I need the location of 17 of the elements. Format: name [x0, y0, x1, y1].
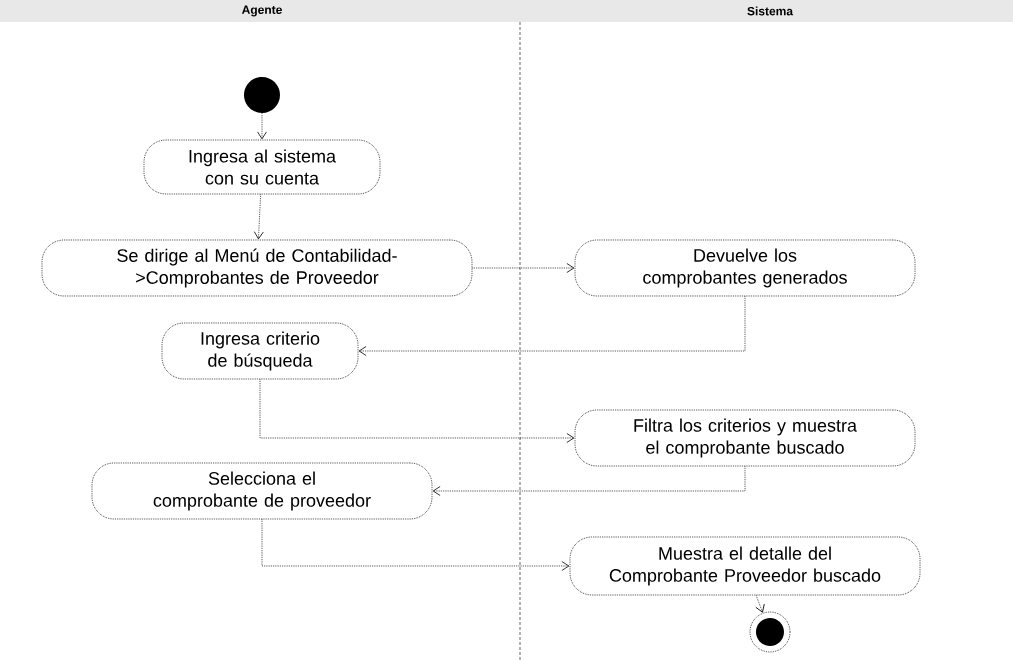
action-box: Se dirige al Menú de Contabilidad- >Comprobantes de Proveedor [41, 239, 473, 297]
arrow [261, 519, 570, 571]
arrow [358, 296, 746, 356]
action-box: Ingresa criterio de búsqueda [161, 322, 359, 380]
start-circle [244, 77, 280, 113]
arrow [755, 595, 765, 613]
end-circle [749, 611, 791, 653]
arrow [472, 263, 575, 273]
action-box: Selecciona el comprobante de proveedor [91, 462, 433, 520]
action-box: Filtra los criterios y muestra el comprobante buscado [574, 409, 916, 467]
action-box: Muestra el detalle del Comprobante Proveedor buscado [569, 536, 921, 596]
arrow [259, 379, 575, 443]
arrow [432, 466, 746, 496]
action-box: Ingresa al sistema con su cuenta [143, 139, 381, 195]
action-box: Devuelve los comprobantes generados [574, 239, 916, 297]
arrow [253, 194, 264, 240]
arrow [257, 112, 267, 140]
